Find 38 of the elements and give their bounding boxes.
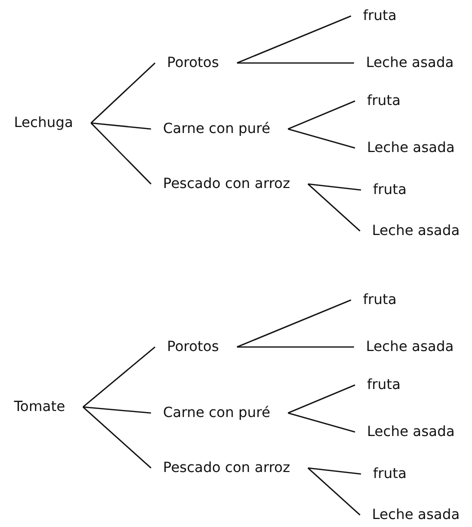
branch-line: [90, 122, 152, 184]
tree-label: fruta: [351, 290, 399, 310]
tree-label: Porotos: [155, 337, 237, 357]
tree-label: fruta: [351, 6, 399, 26]
tree-label: fruta: [361, 180, 409, 200]
tree-label: fruta: [355, 91, 403, 111]
branch-line: [82, 346, 156, 408]
tree-label: Pescado con arroz: [151, 458, 308, 478]
branch-line: [90, 122, 152, 130]
branch-line: [82, 406, 152, 468]
tree-label: fruta: [355, 375, 403, 395]
branch-line: [308, 184, 360, 232]
branch-line: [288, 412, 356, 433]
branch-line: [308, 183, 362, 191]
tree-label: Leche asada: [360, 505, 462, 525]
tree-label: Tomate: [8, 397, 84, 417]
tree-label: Lechuga: [8, 113, 92, 133]
branch-line: [82, 406, 152, 414]
branch-line: [288, 128, 356, 149]
branch-line: [288, 384, 356, 414]
branch-line: [237, 346, 354, 348]
tree-label: Carne con puré: [151, 119, 288, 139]
tree-label: Leche asada: [354, 53, 456, 73]
branch-line: [237, 62, 354, 64]
branch-line: [288, 100, 356, 130]
tree-label: Leche asada: [360, 221, 462, 241]
tree-label: Leche asada: [354, 337, 456, 357]
tree-label: Leche asada: [355, 138, 457, 158]
branch-line: [308, 467, 362, 475]
tree-label: Leche asada: [355, 422, 457, 442]
branch-line: [236, 299, 352, 348]
tree-label: Porotos: [155, 53, 237, 73]
tree-label: fruta: [361, 464, 409, 484]
tree-label: Carne con puré: [151, 403, 288, 423]
branch-line: [236, 15, 352, 64]
branch-line: [90, 62, 156, 124]
tree-label: Pescado con arroz: [151, 174, 308, 194]
branch-line: [308, 468, 360, 516]
